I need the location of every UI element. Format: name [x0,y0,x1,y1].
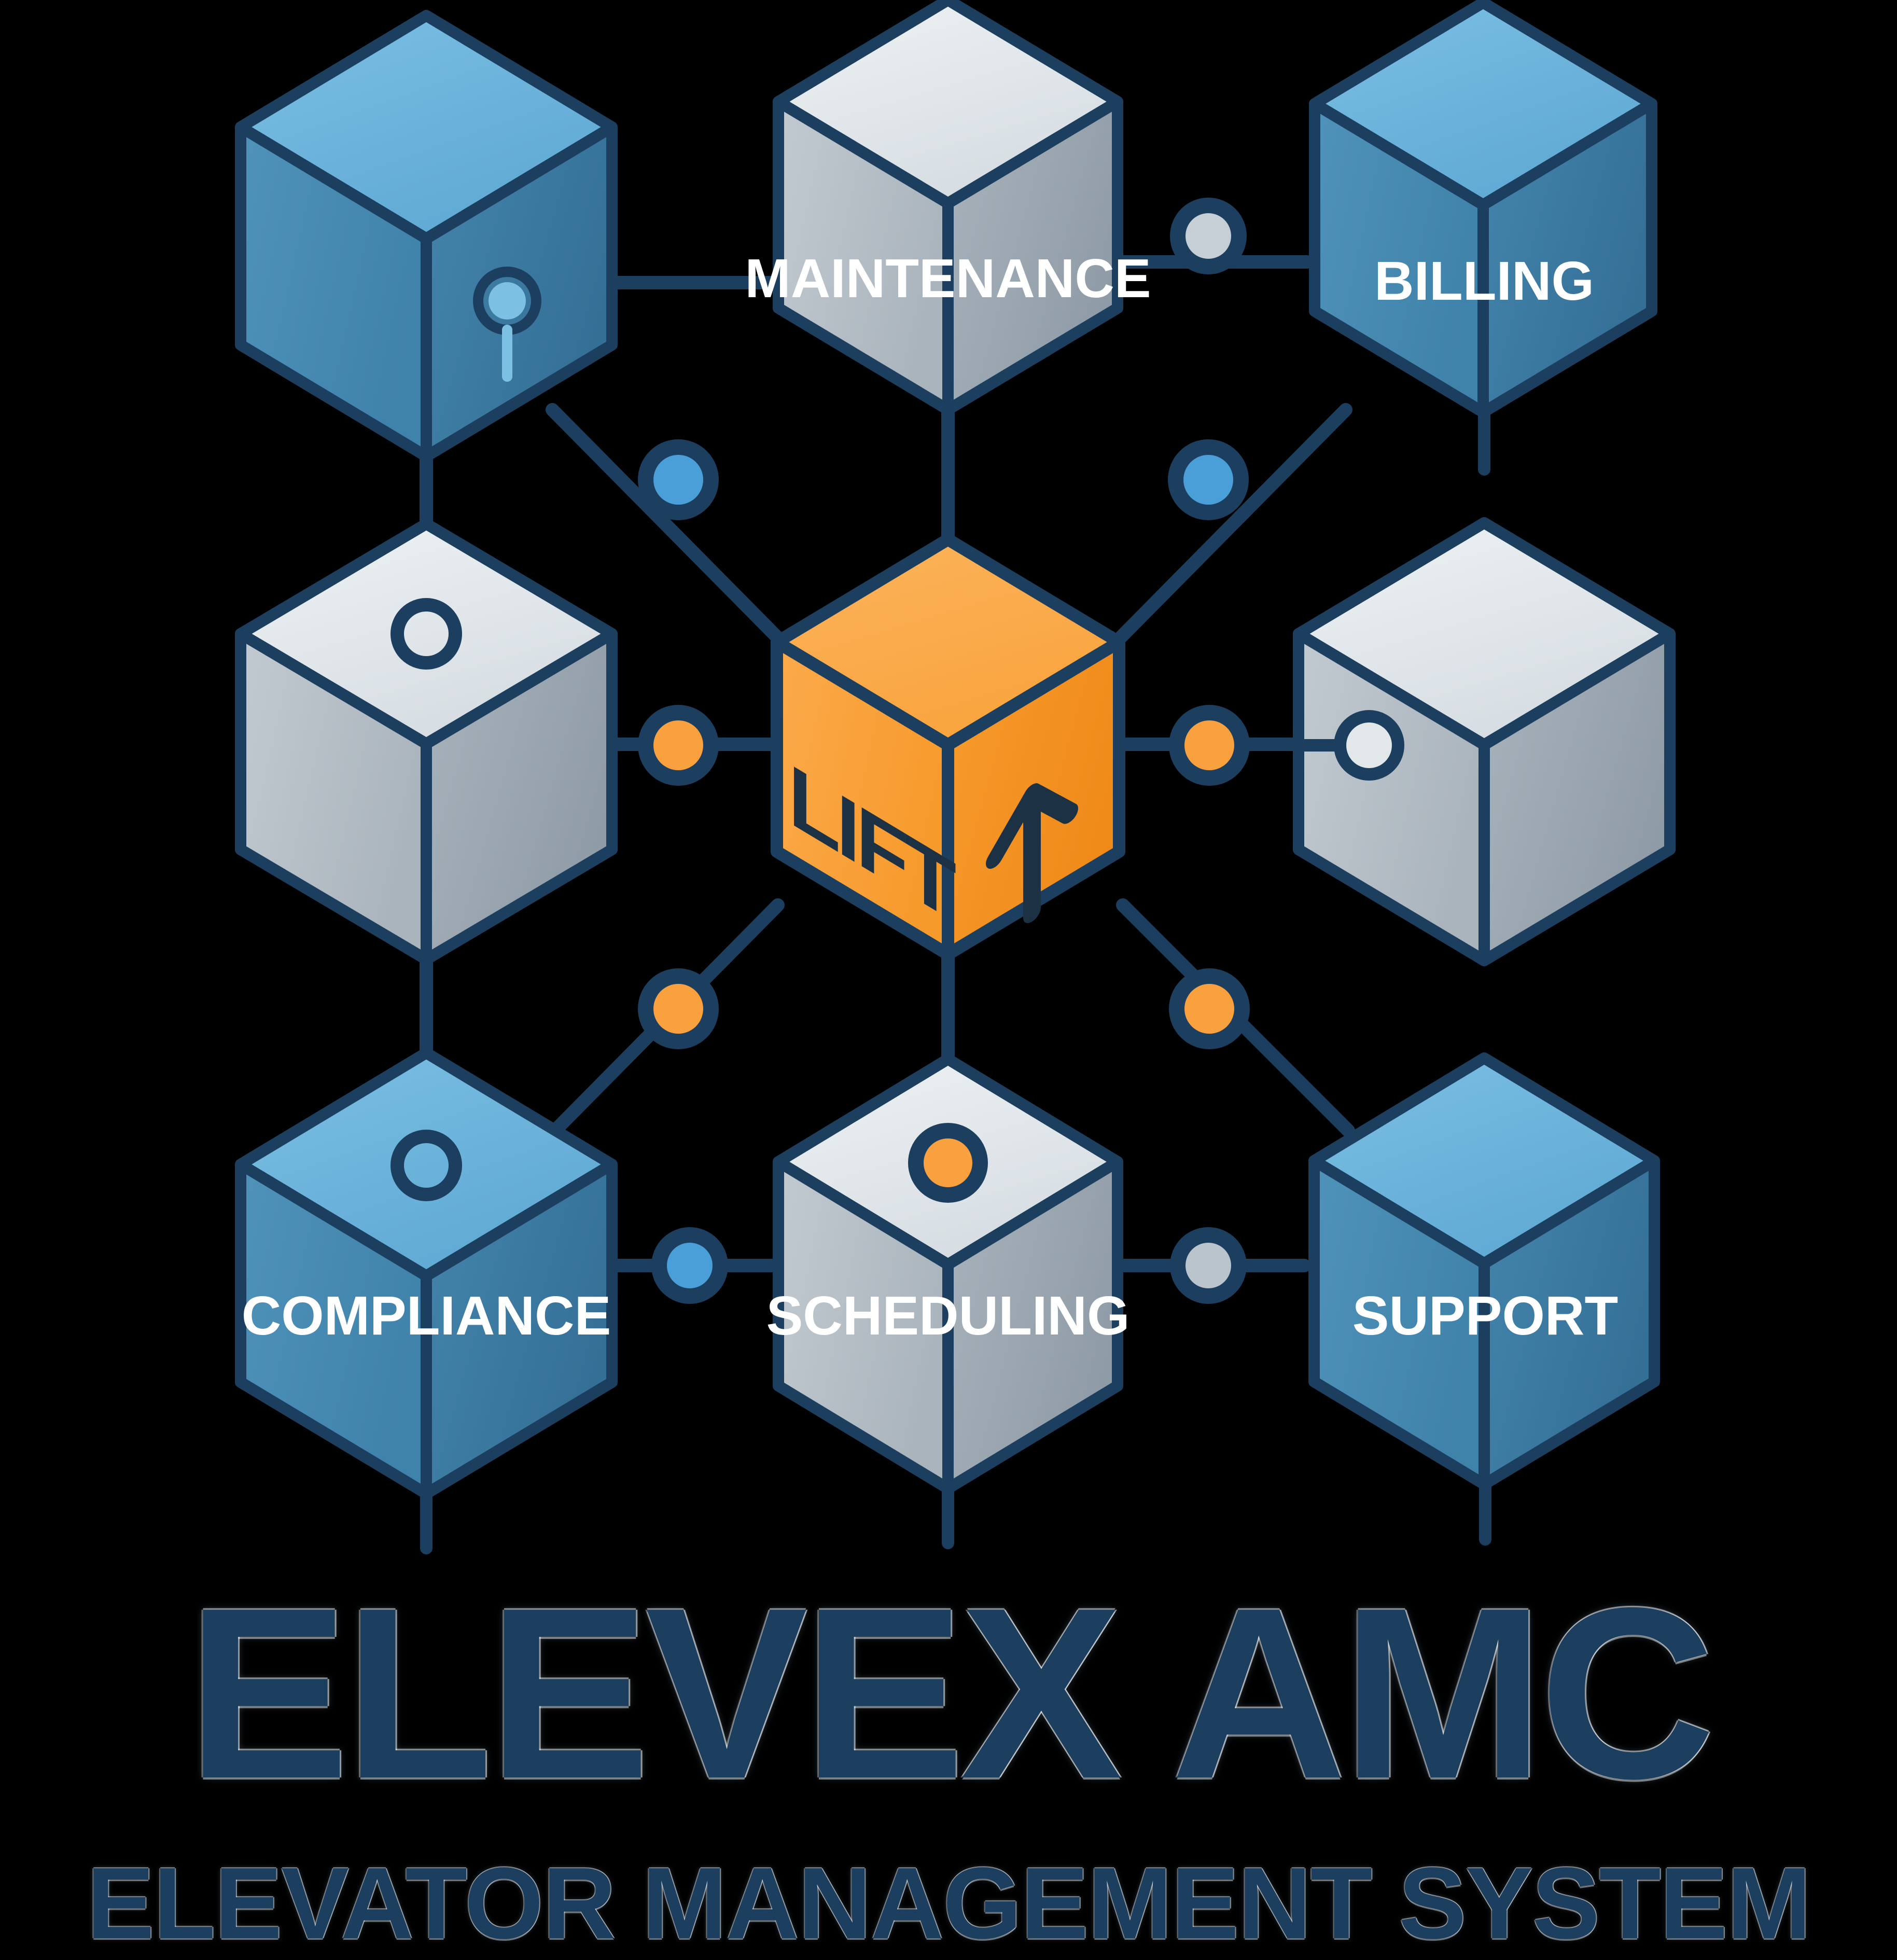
node-bottom-right[interactable] [1170,1227,1247,1304]
node-lower-left[interactable] [638,968,719,1049]
module-label-billing: BILLING [1374,251,1594,312]
ring-side-marker-icon [1334,710,1404,781]
keyhole-dot-icon [473,267,541,382]
module-label-scheduling: SCHEDULING [766,1285,1130,1346]
node-bottom-left[interactable] [651,1227,728,1304]
node-upper-left[interactable] [638,439,719,520]
module-network-diagram: MAINTENANCE BILLING [235,0,1676,1554]
connector-diagonal-upperright [1113,403,1352,645]
connector-diagonal-upperleft [546,403,785,645]
module-scheduling[interactable]: SCHEDULING [766,1053,1130,1549]
node-upper-right[interactable] [1168,439,1249,520]
module-mid-left[interactable] [235,518,618,965]
node-left-core[interactable] [638,705,719,786]
module-label-support: SUPPORT [1352,1285,1618,1346]
module-mid-right[interactable] [1293,517,1676,966]
orange-dot-marker-icon [908,1123,988,1203]
brand-title: ELEVEX AMC [186,1557,1715,1829]
cube-right-face [421,628,618,965]
module-support[interactable]: SUPPORT [1308,1052,1660,1546]
module-maintenance[interactable]: MAINTENANCE [745,0,1151,473]
ring-marker-icon [390,598,462,670]
module-label-compliance: COMPLIANCE [242,1285,611,1346]
module-lift-core[interactable]: LIFT [771,533,1125,961]
node-lower-right[interactable] [1169,968,1250,1049]
module-billing[interactable]: BILLING [1309,0,1657,476]
wordmark: ELEVEX AMC ELEVATOR MANAGEMENT SYSTEM [0,1566,1897,1955]
up-arrow-icon [986,783,1078,923]
module-label-maintenance: MAINTENANCE [745,248,1151,309]
node-top-right[interactable] [1170,198,1247,274]
brand-subtitle: ELEVATOR MANAGEMENT SYSTEM [87,1846,1811,1960]
module-top-left[interactable] [235,10,618,462]
node-right-core[interactable] [1169,705,1250,786]
cube-right-face [1478,628,1676,966]
connector-nodes [638,198,1250,1304]
ring-marker-icon [390,1130,462,1201]
module-compliance[interactable]: COMPLIANCE [235,1047,618,1554]
